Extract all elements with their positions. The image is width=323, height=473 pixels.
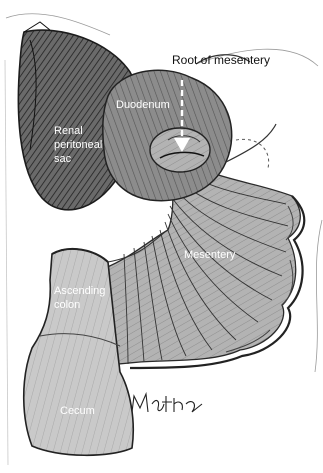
renal-label-line3: sac [54, 153, 72, 165]
mesentery-root-region [150, 128, 210, 172]
ascending-colon-label-line2: colon [54, 299, 80, 311]
root-of-mesentery-label: Root of mesentery [172, 53, 270, 67]
renal-label-line1: Renal [54, 125, 83, 137]
mesentery-label: Mesentery [184, 249, 236, 261]
cecum-label: Cecum [60, 405, 95, 417]
renal-label-line2: peritoneal [54, 139, 102, 151]
duodenum-label: Duodenum [116, 99, 170, 111]
ascending-colon-label-line1: Ascending [54, 285, 105, 297]
